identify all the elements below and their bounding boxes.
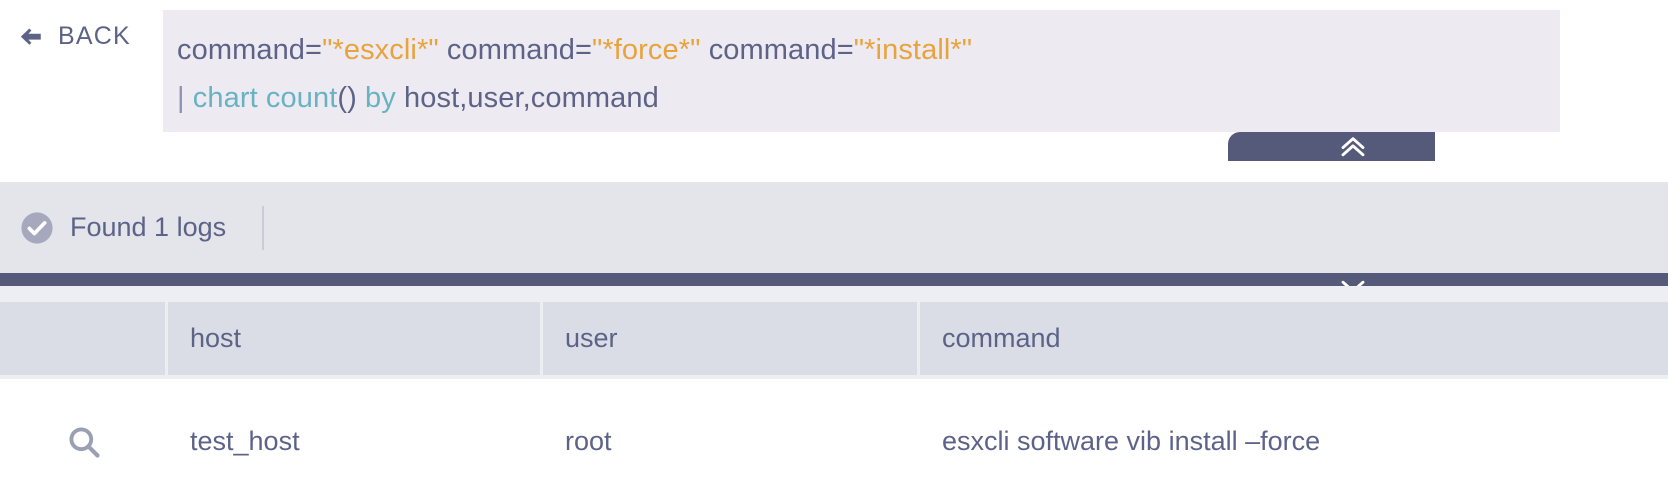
query-toolbar: BACK command="*esxcli*" command="*force*… <box>0 0 1668 132</box>
table-header-user[interactable]: user <box>543 302 920 375</box>
query-line-2: | chart count() by host,user,command <box>177 74 1542 122</box>
table-header-host[interactable]: host <box>168 302 543 375</box>
status-text: Found 1 logs <box>70 212 227 242</box>
arrow-left-icon <box>20 28 41 45</box>
chevron-double-up-icon <box>1341 136 1364 156</box>
query-token-plain: command= <box>700 34 854 66</box>
table-row[interactable]: test_host root esxcli software vib insta… <box>0 379 1668 504</box>
table-header-icon-col <box>0 302 168 375</box>
query-token-string: "*install*" <box>853 34 973 66</box>
query-token-plain: host,user,command <box>404 82 659 114</box>
cell-host: test_host <box>190 426 300 456</box>
cell-command: esxcli software vib install –force <box>942 426 1321 456</box>
table-header-row: host user command <box>0 302 1668 375</box>
results-table: host user command test_host root esxcli … <box>0 286 1668 504</box>
query-token-plain: command= <box>177 34 323 66</box>
query-line-1: command="*esxcli*" command="*force*" com… <box>177 26 1542 74</box>
query-token-plain: command= <box>438 34 592 66</box>
query-token-func: chart count <box>192 82 338 114</box>
query-token-string: "*esxcli*" <box>322 34 439 66</box>
query-token-pipe: | <box>177 82 193 114</box>
status-divider <box>262 205 265 250</box>
back-button[interactable]: BACK <box>18 22 131 51</box>
query-token-func: by <box>356 82 405 114</box>
magnifier-icon <box>69 426 100 458</box>
check-circle-icon <box>21 211 53 244</box>
query-input[interactable]: command="*esxcli*" command="*force*" com… <box>163 10 1560 132</box>
row-inspect-button[interactable] <box>0 379 168 504</box>
cell-user: root <box>565 426 612 456</box>
collapse-query-button[interactable] <box>1228 132 1435 161</box>
query-token-plain: () <box>337 82 357 114</box>
search-status-bar: Found 1 logs <box>0 182 1668 273</box>
query-token-string: "*force*" <box>592 34 701 66</box>
back-label: BACK <box>58 22 131 50</box>
table-header-command[interactable]: command <box>942 323 1061 353</box>
